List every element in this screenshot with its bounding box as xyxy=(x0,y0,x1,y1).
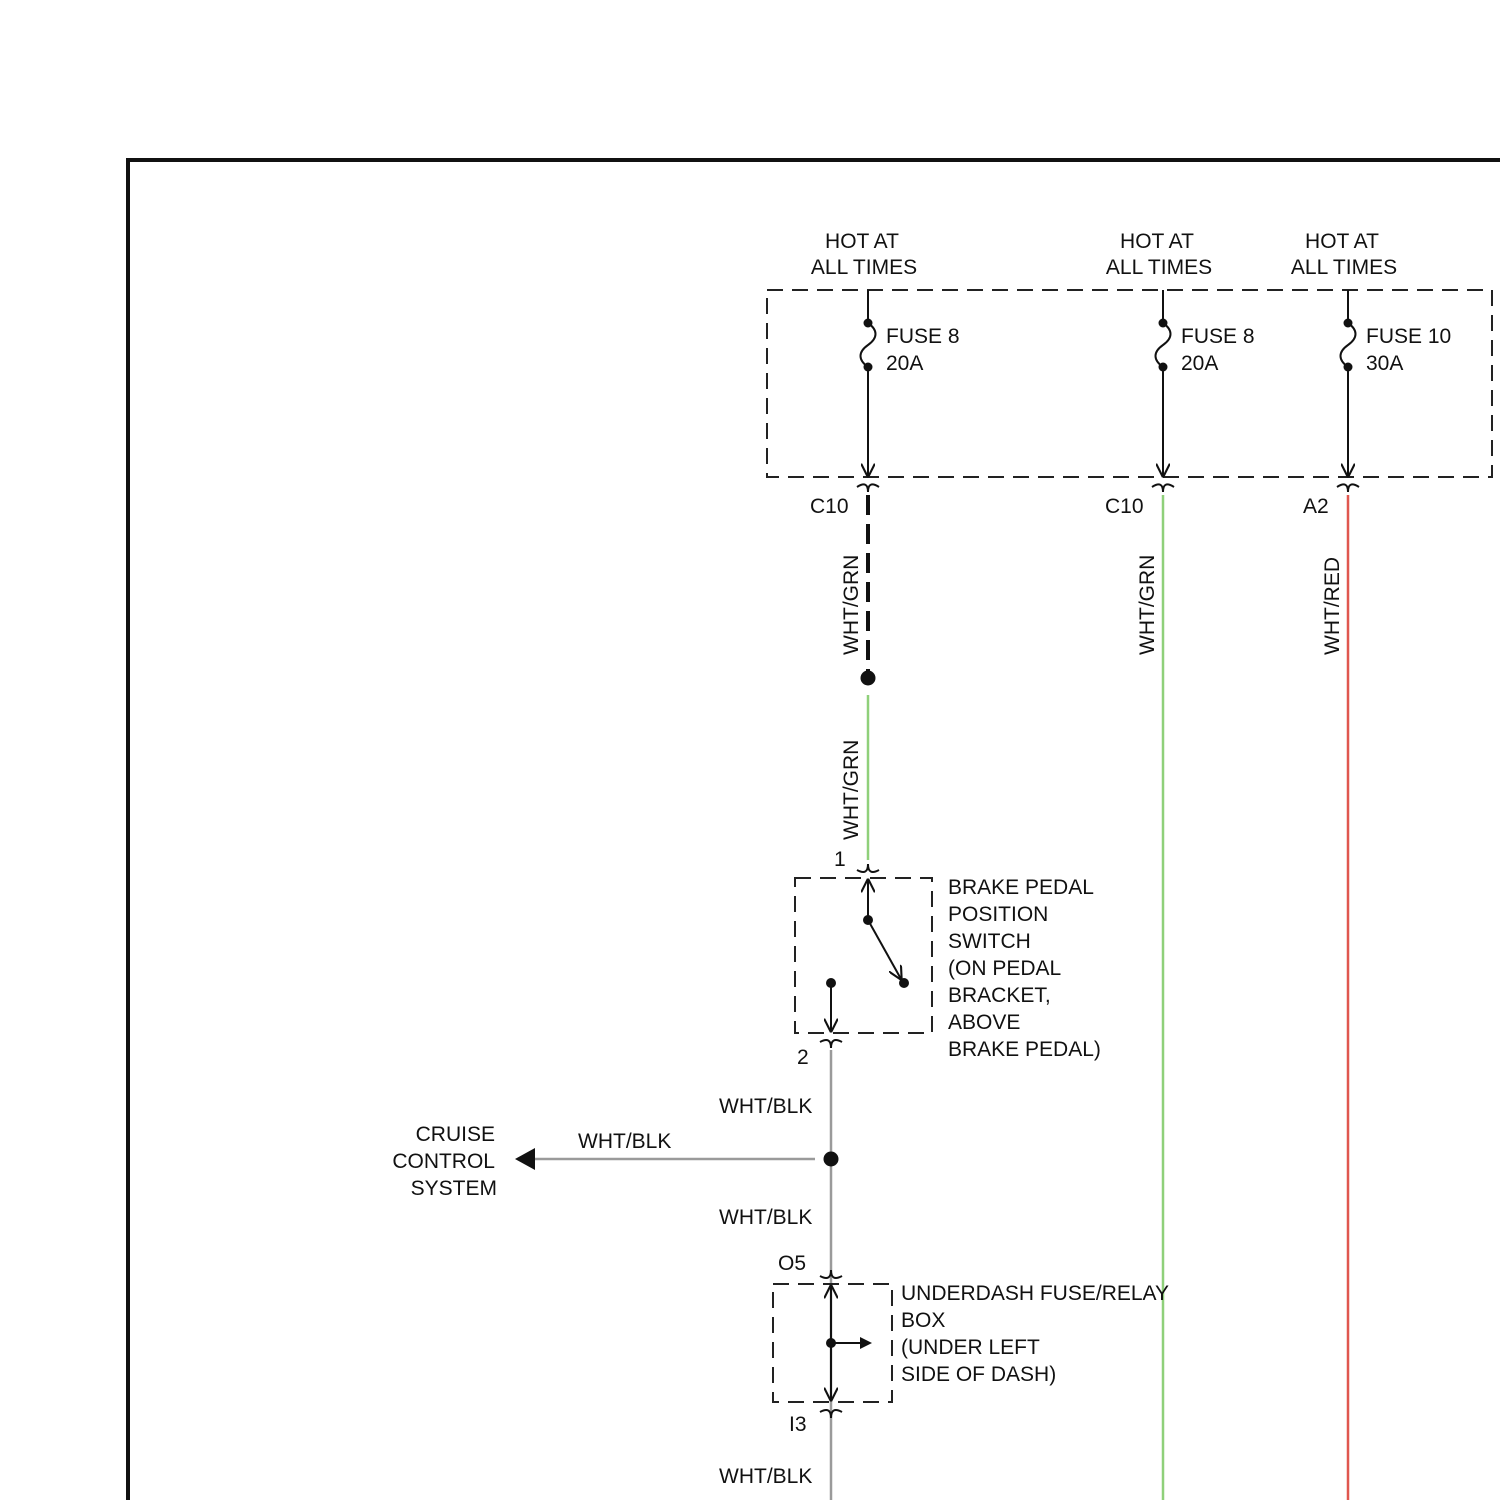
svg-text:BRAKE PEDAL): BRAKE PEDAL) xyxy=(948,1038,1101,1061)
svg-text:(UNDER LEFT: (UNDER LEFT xyxy=(901,1336,1040,1359)
svg-text:20A: 20A xyxy=(1181,352,1218,375)
svg-text:BOX: BOX xyxy=(901,1309,945,1332)
svg-text:ALL TIMES: ALL TIMES xyxy=(1106,256,1212,279)
fuse-circuit-2 xyxy=(1152,290,1174,492)
splice-point xyxy=(824,1152,839,1167)
connector-symbol xyxy=(1337,484,1359,492)
svg-text:30A: 30A xyxy=(1366,352,1403,375)
fuse-circuit-1 xyxy=(857,290,879,492)
fuse-symbol xyxy=(861,323,876,367)
wire-label-wht-grn: WHT/GRN xyxy=(1136,555,1159,655)
svg-text:POSITION: POSITION xyxy=(948,903,1048,926)
wire-label-wht-grn: WHT/GRN xyxy=(840,740,863,840)
svg-text:CONTROL: CONTROL xyxy=(392,1150,495,1173)
diagram-frame xyxy=(128,160,1500,1500)
svg-text:SIDE OF DASH): SIDE OF DASH) xyxy=(901,1363,1056,1386)
svg-text:BRAKE PEDAL: BRAKE PEDAL xyxy=(948,876,1094,899)
fuse-label-2: FUSE 8 20A xyxy=(1181,325,1255,375)
svg-text:20A: 20A xyxy=(886,352,923,375)
connector-label-i3: I3 xyxy=(789,1413,807,1436)
connector-symbol xyxy=(857,864,879,872)
hot-label-1: HOT AT ALL TIMES xyxy=(811,230,917,279)
svg-text:HOT AT: HOT AT xyxy=(1305,230,1379,253)
fuse-label-1: FUSE 8 20A xyxy=(886,325,960,375)
wire-label-wht-blk: WHT/BLK xyxy=(719,1095,812,1118)
brake-switch-enclosure xyxy=(795,878,932,1033)
connector-label-a2: A2 xyxy=(1303,495,1329,518)
fuse-label-3: FUSE 10 30A xyxy=(1366,325,1451,375)
pin-label-1: 1 xyxy=(834,848,846,871)
wire-label-wht-red: WHT/RED xyxy=(1321,557,1344,655)
connector-label-c10: C10 xyxy=(810,495,849,518)
svg-text:UNDERDASH FUSE/RELAY: UNDERDASH FUSE/RELAY xyxy=(901,1282,1169,1305)
fuse-box-enclosure xyxy=(767,290,1492,477)
connector-label-c10: C10 xyxy=(1105,495,1144,518)
svg-text:(ON PEDAL: (ON PEDAL xyxy=(948,957,1061,980)
underdash-internal-symbol xyxy=(826,1286,872,1400)
hot-label-2: HOT AT ALL TIMES xyxy=(1106,230,1212,279)
brake-switch-symbol xyxy=(826,880,909,1031)
connector-symbol xyxy=(820,1040,842,1048)
wire-label-wht-blk: WHT/BLK xyxy=(719,1465,812,1488)
wire-label-wht-blk: WHT/BLK xyxy=(578,1130,671,1153)
fuse-symbol xyxy=(1156,323,1171,367)
pin-label-2: 2 xyxy=(797,1046,809,1069)
svg-text:BRACKET,: BRACKET, xyxy=(948,984,1051,1007)
splice-point xyxy=(861,671,876,686)
brake-switch-label: BRAKE PEDAL POSITION SWITCH (ON PEDAL BR… xyxy=(948,876,1101,1061)
svg-text:HOT AT: HOT AT xyxy=(1120,230,1194,253)
svg-text:ALL TIMES: ALL TIMES xyxy=(1291,256,1397,279)
svg-text:ABOVE: ABOVE xyxy=(948,1011,1020,1034)
svg-text:FUSE 8: FUSE 8 xyxy=(1181,325,1255,348)
hot-label-3: HOT AT ALL TIMES xyxy=(1291,230,1397,279)
arrow-to-cruise xyxy=(515,1148,535,1170)
cruise-control-label: CRUISE CONTROL SYSTEM xyxy=(392,1123,497,1200)
wire-label-wht-blk: WHT/BLK xyxy=(719,1206,812,1229)
svg-text:SYSTEM: SYSTEM xyxy=(411,1177,497,1200)
svg-text:FUSE 10: FUSE 10 xyxy=(1366,325,1451,348)
wire-label-wht-grn: WHT/GRN xyxy=(840,555,863,655)
svg-text:HOT AT: HOT AT xyxy=(825,230,899,253)
connector-symbol xyxy=(857,484,879,492)
underdash-box-label: UNDERDASH FUSE/RELAY BOX (UNDER LEFT SID… xyxy=(901,1282,1169,1386)
connector-symbol xyxy=(1152,484,1174,492)
svg-text:SWITCH: SWITCH xyxy=(948,930,1031,953)
svg-text:ALL TIMES: ALL TIMES xyxy=(811,256,917,279)
fuse-circuit-3 xyxy=(1337,290,1359,492)
svg-text:FUSE 8: FUSE 8 xyxy=(886,325,960,348)
connector-label-o5: O5 xyxy=(778,1252,806,1275)
fuse-symbol xyxy=(1341,323,1356,367)
svg-text:CRUISE: CRUISE xyxy=(416,1123,495,1146)
